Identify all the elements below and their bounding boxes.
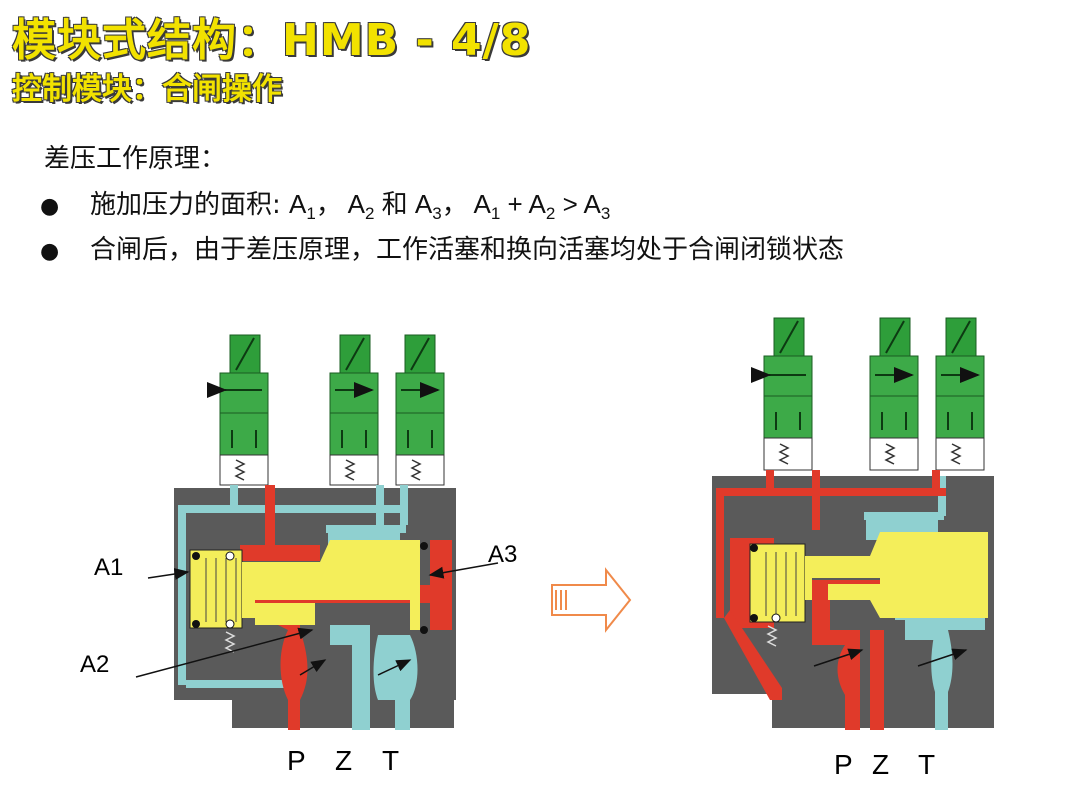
solenoid-valve-1 [207,334,269,486]
solenoid-valve-1 [751,317,813,471]
solenoid-valve-3 [935,317,985,471]
bullet-dot: ● [40,239,60,264]
hydraulic-diagrams: A1 A2 A3 P Z T [80,317,994,780]
port-t-left: T [382,745,399,776]
a1-pointer [147,568,190,580]
solenoid-valve-2 [329,334,379,486]
transition-arrow-icon [551,567,632,633]
right-valve-diagram: P Z T [712,317,994,780]
solenoid-valve-3 [395,334,445,486]
page-subtitle: 控制模块：合闸操作 [12,72,282,107]
bullet-item-interlock: ●合闸后，由于差压原理，工作活塞和换向活塞均处于合闸闭锁状态 [40,230,844,276]
page-title: 模块式结构：HMB - 4/8 [12,15,532,66]
port-p-right: P [834,749,853,780]
left-valve-diagram: A1 A2 A3 P Z T [80,334,517,776]
solenoid-valve-2 [869,317,919,471]
port-p-left: P [287,745,306,776]
working-piston [189,540,428,653]
bullet-item-areas: ●施加压力的面积: A1， A2 和 A3， A1 + A2 > A3 [40,184,844,230]
working-piston [749,532,988,647]
valve-base [232,700,454,728]
label-a2: A2 [80,651,109,678]
label-a1: A1 [94,554,123,581]
port-z-right: Z [872,749,889,780]
a2-pointer [135,627,314,678]
bullet-dot: ● [40,194,60,219]
port-z-left: Z [335,745,352,776]
section-heading: 差压工作原理： [44,144,227,174]
bullet-list: ●施加压力的面积: A1， A2 和 A3， A1 + A2 > A3 ●合闸后… [40,184,844,276]
port-t-right: T [918,749,935,780]
label-a3: A3 [488,541,517,568]
a3-pointer [428,562,499,579]
